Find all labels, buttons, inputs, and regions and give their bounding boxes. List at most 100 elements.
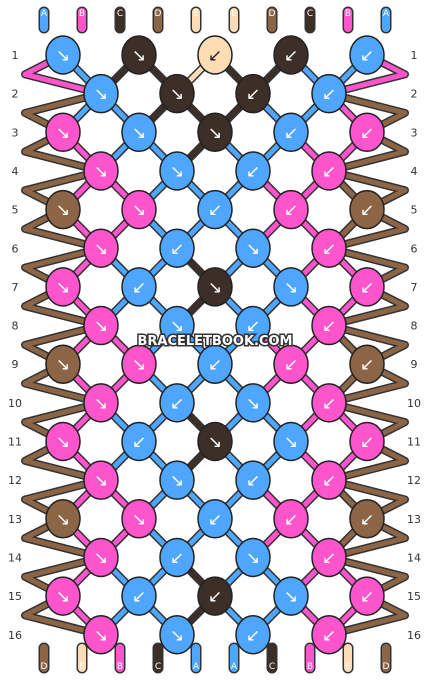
row-number-right: 14 — [407, 551, 421, 564]
knot: ↙ — [349, 344, 385, 384]
knot: ↙ — [235, 305, 271, 346]
knot-shape — [349, 576, 385, 616]
knot: ↙ — [273, 499, 309, 539]
knot-arrow-icon: ↘ — [56, 433, 70, 453]
knot: ↘ — [83, 615, 119, 655]
knot-shape — [349, 267, 385, 307]
knot-shape — [311, 228, 347, 268]
knot-arrow-icon: ↙ — [360, 433, 374, 453]
knot: ↘ — [235, 228, 271, 268]
knot-arrow-icon: ↘ — [132, 201, 146, 221]
row-number-left: 4 — [12, 165, 19, 178]
knot: ↘ — [197, 267, 233, 307]
knot: ↘ — [197, 421, 233, 462]
knot-shape — [235, 151, 271, 191]
knot-shape — [235, 228, 271, 268]
knot-shape — [349, 112, 385, 153]
knot-shape — [45, 189, 81, 230]
row-number-left: 5 — [12, 204, 19, 217]
top-strand-label: D — [155, 9, 162, 19]
bottom-strand-label: D — [41, 662, 48, 672]
knot: ↙ — [311, 305, 347, 346]
row-number-left: 16 — [8, 629, 22, 642]
knot-shape — [235, 615, 271, 655]
knot-shape — [273, 267, 309, 307]
knot-arrow-icon: ↘ — [284, 278, 298, 298]
row-number-right: 15 — [407, 590, 421, 603]
knot: ↙ — [311, 73, 347, 114]
row-number-right: 6 — [411, 242, 418, 255]
knot-arrow-icon: ↙ — [246, 162, 260, 182]
knot-arrow-icon: ↘ — [170, 317, 184, 337]
knot-shape — [83, 151, 119, 191]
knot-arrow-icon: ↙ — [360, 123, 374, 143]
knot-arrow-icon: ↙ — [284, 510, 298, 530]
knot-shape — [273, 421, 309, 462]
knot-arrow-icon: ↘ — [56, 587, 70, 607]
knot: ↙ — [349, 189, 385, 230]
knot: ↘ — [83, 460, 119, 500]
row-number-left: 6 — [12, 242, 19, 255]
bottom-strand-label: A — [231, 662, 238, 672]
knot-arrow-icon: ↙ — [208, 510, 222, 530]
knot-shape — [273, 189, 309, 230]
knot: ↙ — [311, 383, 347, 423]
knot-arrow-icon: ↙ — [284, 123, 298, 143]
knot: ↙ — [235, 73, 271, 114]
knot: ↙ — [121, 421, 157, 462]
knot-shape — [311, 460, 347, 500]
knot: ↘ — [121, 344, 157, 384]
knot-arrow-icon: ↙ — [170, 548, 184, 568]
knot: ↘ — [273, 421, 309, 462]
knot-arrow-icon: ↙ — [322, 317, 336, 337]
knot-shape — [349, 499, 385, 539]
knot-arrow-icon: ↙ — [284, 46, 298, 66]
knot-shape — [159, 460, 195, 500]
knot-shape — [311, 305, 347, 346]
knot-arrow-icon: ↙ — [284, 201, 298, 221]
knot: ↘ — [45, 421, 81, 462]
knot-shape — [45, 35, 81, 75]
row-number-right: 11 — [407, 436, 421, 449]
knot-shape — [159, 305, 195, 346]
knot-shape — [273, 576, 309, 616]
knot-arrow-icon: ↘ — [94, 85, 108, 105]
row-number-right: 13 — [407, 513, 421, 526]
row-number-right: 3 — [411, 126, 418, 139]
bottom-strand-label: E — [345, 662, 351, 672]
knot: ↙ — [159, 228, 195, 268]
knot-shape — [197, 499, 233, 539]
row-number-left: 12 — [8, 474, 22, 487]
knot: ↘ — [83, 151, 119, 191]
knot-shape — [45, 267, 81, 307]
knot-shape — [349, 421, 385, 462]
knot: ↘ — [45, 499, 81, 539]
knot: ↘ — [121, 35, 157, 75]
knot-shape — [235, 460, 271, 500]
knot-arrow-icon: ↙ — [246, 471, 260, 491]
knot-shape — [235, 73, 271, 114]
knot-arrow-icon: ↘ — [246, 394, 260, 414]
bottom-strand-label: D — [383, 662, 390, 672]
knot-shape — [159, 615, 195, 655]
knot-shape — [273, 344, 309, 384]
knot-arrow-icon: ↙ — [246, 85, 260, 105]
knot-arrow-icon: ↙ — [322, 471, 336, 491]
knot-arrow-icon: ↙ — [208, 46, 222, 66]
top-strand-label: E — [231, 9, 237, 19]
knot: ↘ — [45, 112, 81, 153]
knot-arrow-icon: ↘ — [208, 278, 222, 298]
knot-arrow-icon: ↘ — [170, 85, 184, 105]
knot-arrow-icon: ↘ — [94, 394, 108, 414]
knot: ↘ — [45, 344, 81, 384]
knot-shape — [197, 112, 233, 153]
top-strand-label: A — [383, 9, 390, 19]
knot-arrow-icon: ↙ — [360, 587, 374, 607]
knot-shape — [159, 151, 195, 191]
knot-arrow-icon: ↙ — [208, 201, 222, 221]
knot-shape — [121, 421, 157, 462]
knot-arrow-icon: ↙ — [322, 85, 336, 105]
top-strand-label: A — [41, 9, 48, 19]
